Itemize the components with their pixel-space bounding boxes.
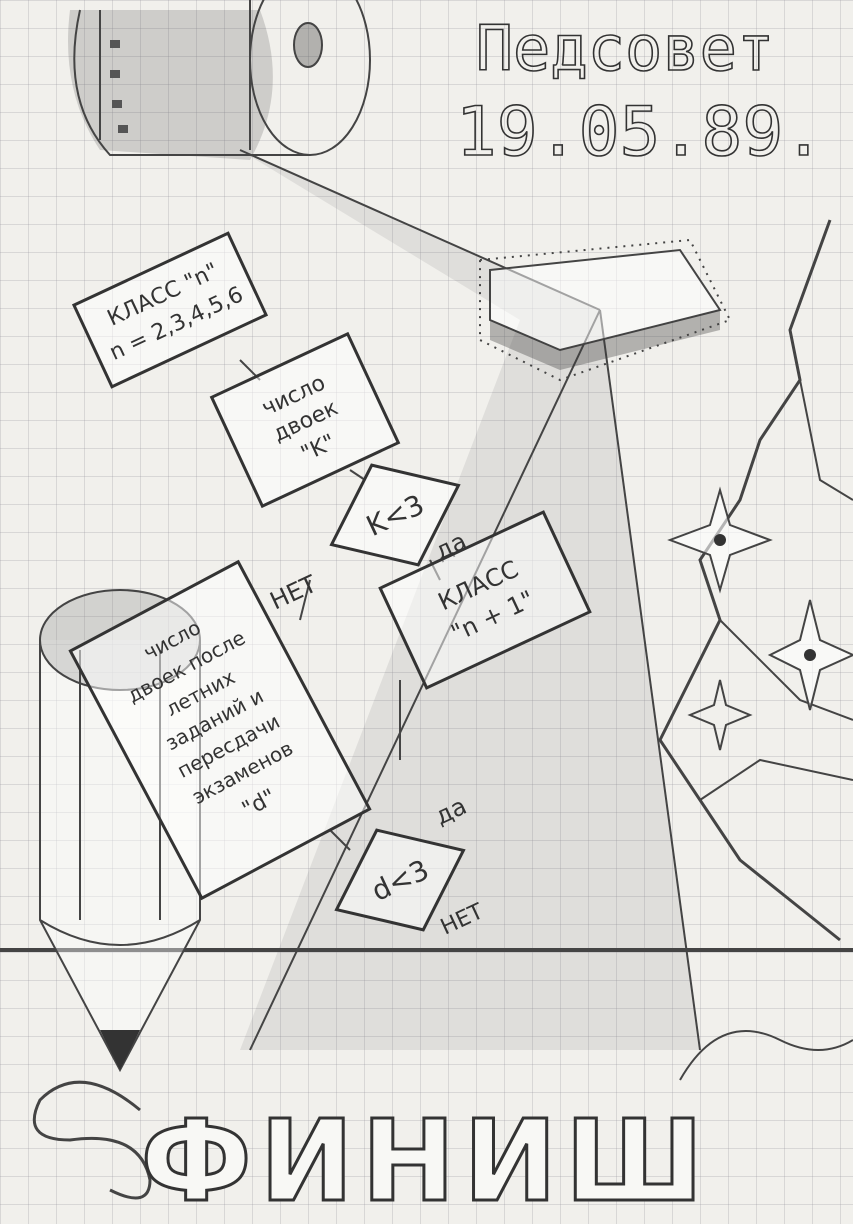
flowchart-decision-1: K<3 — [329, 463, 461, 567]
decision-1-no-label: НЕТ — [266, 570, 322, 616]
finish-title: ФИНИШ — [141, 1097, 712, 1224]
flowchart-summer-box: число двоек после летних заданий и перес… — [68, 559, 372, 901]
film-reel-illustration — [68, 0, 371, 160]
l-block-illustration — [479, 238, 732, 382]
star-icon — [687, 679, 753, 751]
flowchart-next-class-box: КЛАСС "n + 1" — [378, 510, 592, 690]
crack-illustration — [658, 219, 853, 942]
flowchart-count-box: число двоек "K" — [209, 331, 401, 509]
star-icon — [667, 486, 773, 594]
page-date: 19.05.89. — [456, 93, 824, 172]
flowchart-decision-2: d<3 — [334, 828, 466, 932]
page-title: Педсовет — [476, 12, 775, 85]
star-icon — [767, 599, 853, 711]
flowchart-arrows — [239, 359, 441, 851]
swirl-flourish — [32, 1080, 152, 1200]
flowchart-start-box: КЛАСС "n" n = 2,3,4,5,6 — [71, 231, 269, 389]
